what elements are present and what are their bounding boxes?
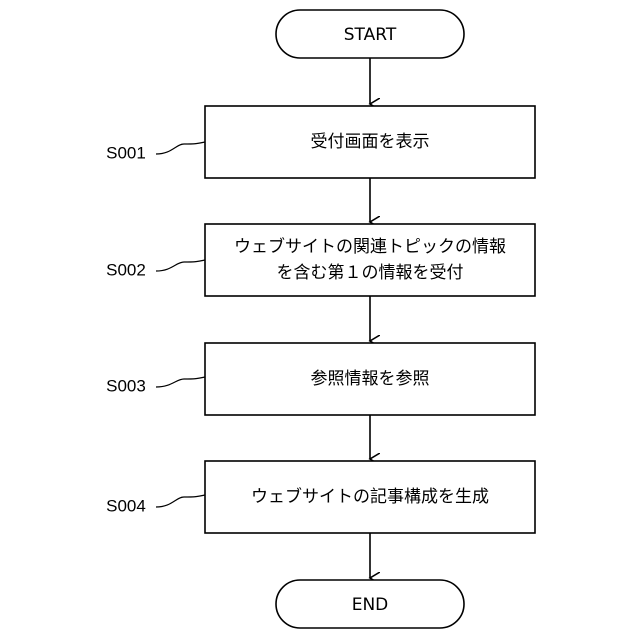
- process-box-s003: 参照情報を参照: [205, 343, 535, 415]
- process-text-s004-line1: ウェブサイトの記事構成を生成: [251, 486, 489, 507]
- leader-s002: [156, 260, 205, 271]
- end-label: END: [352, 595, 389, 615]
- step-label-s001-group: S001: [106, 142, 205, 162]
- step-label-s001: S001: [106, 143, 146, 162]
- process-text-s003-line1: 参照情報を参照: [311, 369, 430, 389]
- leader-s004: [156, 495, 205, 507]
- process-box-s002: ウェブサイトの関連トピックの情報 を含む第１の情報を受付: [205, 224, 535, 296]
- start-label: START: [344, 25, 397, 45]
- step-label-s003-group: S003: [106, 376, 205, 395]
- step-label-s002-group: S002: [106, 260, 205, 279]
- end-terminator: END: [276, 580, 464, 628]
- step-label-s004-group: S004: [106, 495, 205, 515]
- process-box-s004: ウェブサイトの記事構成を生成: [205, 461, 535, 533]
- leader-s003: [156, 377, 205, 387]
- start-terminator: START: [276, 10, 464, 58]
- process-text-s001-line1: 受付画面を表示: [311, 132, 430, 152]
- process-text-s002-line2: を含む第１の情報を受付: [277, 263, 464, 283]
- process-box-s001: 受付画面を表示: [205, 106, 535, 178]
- leader-s001: [156, 142, 205, 154]
- step-label-s003: S003: [106, 376, 146, 395]
- step-label-s002: S002: [106, 260, 146, 279]
- process-text-s002-line1: ウェブサイトの関連トピックの情報: [234, 236, 506, 257]
- step-label-s004: S004: [106, 496, 146, 515]
